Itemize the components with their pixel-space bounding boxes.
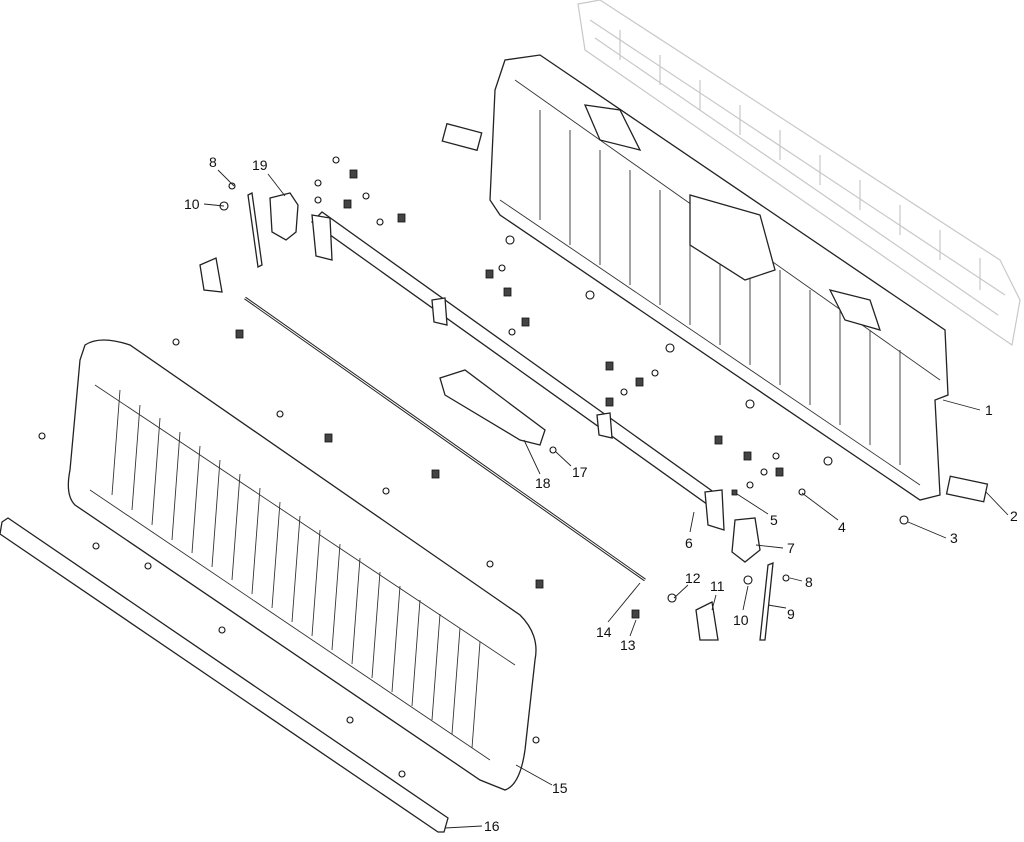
plate-left xyxy=(441,122,483,152)
top-trim-strip xyxy=(577,0,1021,347)
callout-15: 15 xyxy=(552,780,568,796)
callout-11: 11 xyxy=(710,578,725,594)
callout-3: 3 xyxy=(950,530,958,546)
part-6-bar xyxy=(310,211,725,531)
part-19-latch xyxy=(269,192,299,241)
callout-16: 16 xyxy=(484,818,500,834)
callout-10: 10 xyxy=(733,612,749,628)
callout-9: 9 xyxy=(787,606,795,622)
callout-12: 12 xyxy=(685,570,701,586)
callout-4: 4 xyxy=(838,519,846,535)
callout-14: 14 xyxy=(596,624,612,640)
callouts: 1 2 3 4 5 6 7 8 9 10 11 12 13 14 15 16 1… xyxy=(184,154,1018,834)
part-11-bracket xyxy=(695,601,719,641)
part-2-plate xyxy=(945,475,989,503)
callout-18: 18 xyxy=(535,475,551,491)
callout-5: 5 xyxy=(770,512,778,528)
callout-7: 7 xyxy=(787,540,795,556)
callout-17: 17 xyxy=(572,464,588,480)
callout-13: 13 xyxy=(620,637,636,653)
leader-lines xyxy=(203,169,1009,829)
fasteners xyxy=(38,156,909,778)
callout-6: 6 xyxy=(685,535,693,551)
part-9-cable xyxy=(759,561,774,641)
part-15-tailgate-panel xyxy=(67,339,537,791)
callout-19: 19 xyxy=(252,157,268,173)
callout-10-left: 10 xyxy=(184,196,200,212)
part-1-inner-trim-panel xyxy=(489,54,949,501)
part-18-bracket xyxy=(439,369,546,446)
cable-left xyxy=(247,192,263,268)
part-7-latch xyxy=(731,517,761,563)
bracket-left xyxy=(199,257,223,293)
part-16-tube xyxy=(0,517,449,833)
callout-1: 1 xyxy=(985,402,993,418)
callout-2: 2 xyxy=(1010,508,1018,524)
callout-8-left: 8 xyxy=(209,154,217,170)
callout-8: 8 xyxy=(805,574,813,590)
